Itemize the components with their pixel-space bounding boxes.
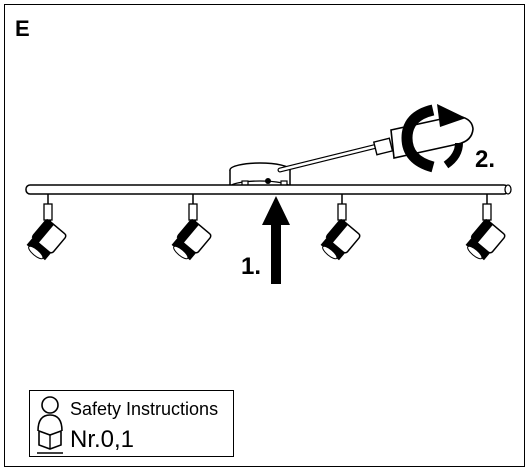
step-letter: E: [15, 16, 30, 41]
rotate-arrow-icon: [401, 104, 466, 173]
person-reading-icon: [37, 396, 63, 454]
spotlight-icon: [23, 193, 68, 264]
safety-number: Nr.0,1: [70, 426, 135, 453]
diagram-frame: [4, 4, 525, 467]
rotate-label: 2.: [475, 146, 496, 173]
spotlight-icon: [317, 193, 362, 264]
safety-instructions-box: Safety Instructions Nr.0,1: [29, 390, 234, 457]
light-bar: [25, 184, 512, 195]
safety-title: Safety Instructions: [70, 399, 219, 419]
spotlight-icon: [462, 193, 507, 264]
up-arrow-icon: [262, 196, 290, 284]
push-label: 1.: [241, 253, 262, 280]
spotlight-icon: [168, 193, 213, 264]
